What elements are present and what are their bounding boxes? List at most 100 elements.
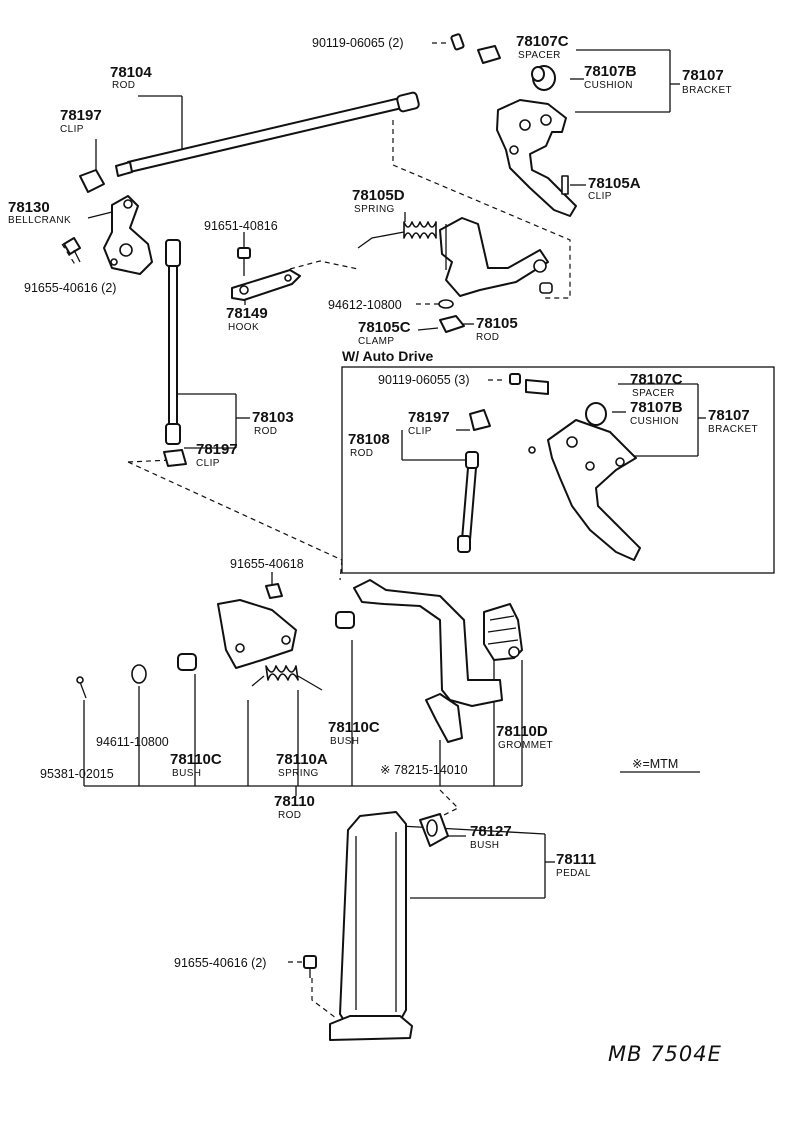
label-91655-40618: 91655-40618: [230, 557, 304, 571]
label-78105A-name: CLIP: [588, 191, 612, 202]
label-78110-number: 78110: [274, 793, 315, 810]
label-94612-10800: 94612-10800: [328, 298, 402, 312]
label-auto-78197-number: 78197: [408, 409, 450, 426]
part-bush-78127: [419, 813, 449, 847]
label-78105C-name: CLAMP: [358, 336, 394, 347]
label-78111-name: PEDAL: [556, 868, 591, 879]
label-78104-number: 78104: [110, 64, 152, 81]
part-washer-94611: [131, 664, 147, 684]
label-78105-name: ROD: [476, 332, 499, 343]
label-78110D-number: 78110D: [496, 723, 548, 740]
label-78107-name: BRACKET: [682, 85, 732, 96]
label-auto-78108-number: 78108: [348, 431, 390, 448]
part-rod-78104: [115, 91, 420, 177]
leader-lines: [61, 42, 775, 1019]
part-bush-78110C-right: [335, 611, 355, 629]
label-78127-name: BUSH: [470, 840, 499, 851]
label-78110A-number: 78110A: [276, 751, 328, 768]
label-78107C-number: 78107C: [516, 33, 569, 50]
auto-drive-title: W/ Auto Drive: [342, 348, 433, 364]
part-grommet-78110D: [483, 603, 523, 661]
part-bolt-91651-40816: [237, 247, 251, 276]
part-pedal-78111: [329, 811, 413, 1041]
label-78111-number: 78111: [556, 851, 596, 868]
part-clip-78197-top: [79, 169, 105, 193]
label-78105-number: 78105: [476, 315, 518, 332]
label-78215-14010: ※ 78215-14010: [380, 763, 468, 777]
label-78149-name: HOOK: [228, 322, 259, 333]
label-91655-40616: 91655-40616 (2): [24, 281, 116, 295]
label-78105C-number: 78105C: [358, 319, 411, 336]
part-cushion-78107B: [531, 65, 556, 91]
label-78105D-number: 78105D: [352, 187, 405, 204]
label-78107-number: 78107: [682, 67, 724, 84]
label-78110A-name: SPRING: [278, 768, 319, 779]
label-94611-10800: 94611-10800: [96, 735, 169, 749]
label-78127-number: 78127: [470, 823, 512, 840]
label-78103-number: 78103: [252, 409, 294, 426]
label-78103-name: ROD: [254, 426, 277, 437]
part-bellcrank-78130: [103, 195, 153, 275]
part-spring-78110A: [251, 665, 323, 691]
label-78130-number: 78130: [8, 199, 50, 216]
part-screw-90119-06065: [450, 33, 465, 51]
part-auto-spacer-78107C: [525, 379, 549, 395]
part-clip-78105A: [561, 175, 569, 195]
label-auto-78107-number: 78107: [708, 407, 750, 424]
label-90119-06065: 90119-06065 (2): [312, 36, 404, 50]
label-auto-90119: 90119-06055 (3): [378, 373, 470, 387]
part-auto-cushion-78107B: [585, 402, 607, 426]
part-auto-screw-90119: [509, 373, 521, 385]
label-78110D-name: GROMMET: [498, 740, 553, 751]
part-bolt-91655-40616: [63, 237, 81, 263]
label-91651-40816: 91651-40816: [204, 219, 278, 233]
label-78110-name: ROD: [278, 810, 301, 821]
label-78197-top-name: CLIP: [60, 124, 84, 135]
legend-mtm: ※=MTM: [632, 757, 678, 771]
part-spacer-78107C: [477, 45, 501, 64]
part-bracket-78107: [496, 99, 577, 217]
label-auto-78107C-number: 78107C: [630, 371, 683, 388]
label-auto-78107-name: BRACKET: [708, 424, 758, 435]
auto-drive-box: [341, 366, 775, 574]
label-auto-78107B-name: CUSHION: [630, 416, 679, 427]
part-auto-rod-78108: [457, 451, 479, 553]
part-pin-95381: [76, 676, 87, 699]
label-78110C-left-name: BUSH: [172, 768, 201, 779]
label-78197-top-number: 78197: [60, 107, 102, 124]
label-91655-40616-pedal: 91655-40616 (2): [174, 956, 266, 970]
label-78149-number: 78149: [226, 305, 268, 322]
diagram-code: MB 7504E: [608, 1042, 722, 1066]
label-78105A-number: 78105A: [588, 175, 641, 192]
label-78104-name: ROD: [112, 80, 135, 91]
label-78107B-name: CUSHION: [584, 80, 633, 91]
part-hook-78149: [231, 269, 301, 301]
part-bolt-91655-pedal: [303, 955, 317, 978]
part-clip-78197-lower: [163, 449, 187, 467]
label-78110C-right-name: BUSH: [330, 736, 359, 747]
part-spring-78105D: [357, 221, 437, 249]
part-rod-78110: [353, 579, 503, 743]
label-78105D-name: SPRING: [354, 204, 395, 215]
part-rod-78105: [439, 217, 553, 297]
label-78197-lower-number: 78197: [196, 441, 238, 458]
part-auto-clip-78197: [469, 409, 491, 431]
part-bush-78110C-left: [177, 653, 197, 671]
label-auto-78107B-number: 78107B: [630, 399, 683, 416]
label-78107C-name: SPACER: [518, 50, 561, 61]
labels: 90119-06065 (2) 78107C SPACER 78107B CUS…: [8, 33, 758, 1066]
label-95381-02015: 95381-02015: [40, 767, 114, 781]
label-78110C-right-number: 78110C: [328, 719, 380, 736]
label-78107B-number: 78107B: [584, 63, 637, 80]
part-plate: [217, 599, 297, 669]
part-bolt-91655-40618: [265, 583, 283, 599]
part-clamp-78105C: [439, 315, 465, 333]
part-rod-78103: [165, 239, 181, 445]
part-auto-bracket-78107: [528, 419, 641, 561]
part-washer-94612: [438, 299, 454, 309]
label-auto-78107C-name: SPACER: [632, 388, 675, 399]
label-78197-lower-name: CLIP: [196, 458, 220, 469]
label-78130-name: BELLCRANK: [8, 215, 71, 226]
label-78110C-left-number: 78110C: [170, 751, 222, 768]
